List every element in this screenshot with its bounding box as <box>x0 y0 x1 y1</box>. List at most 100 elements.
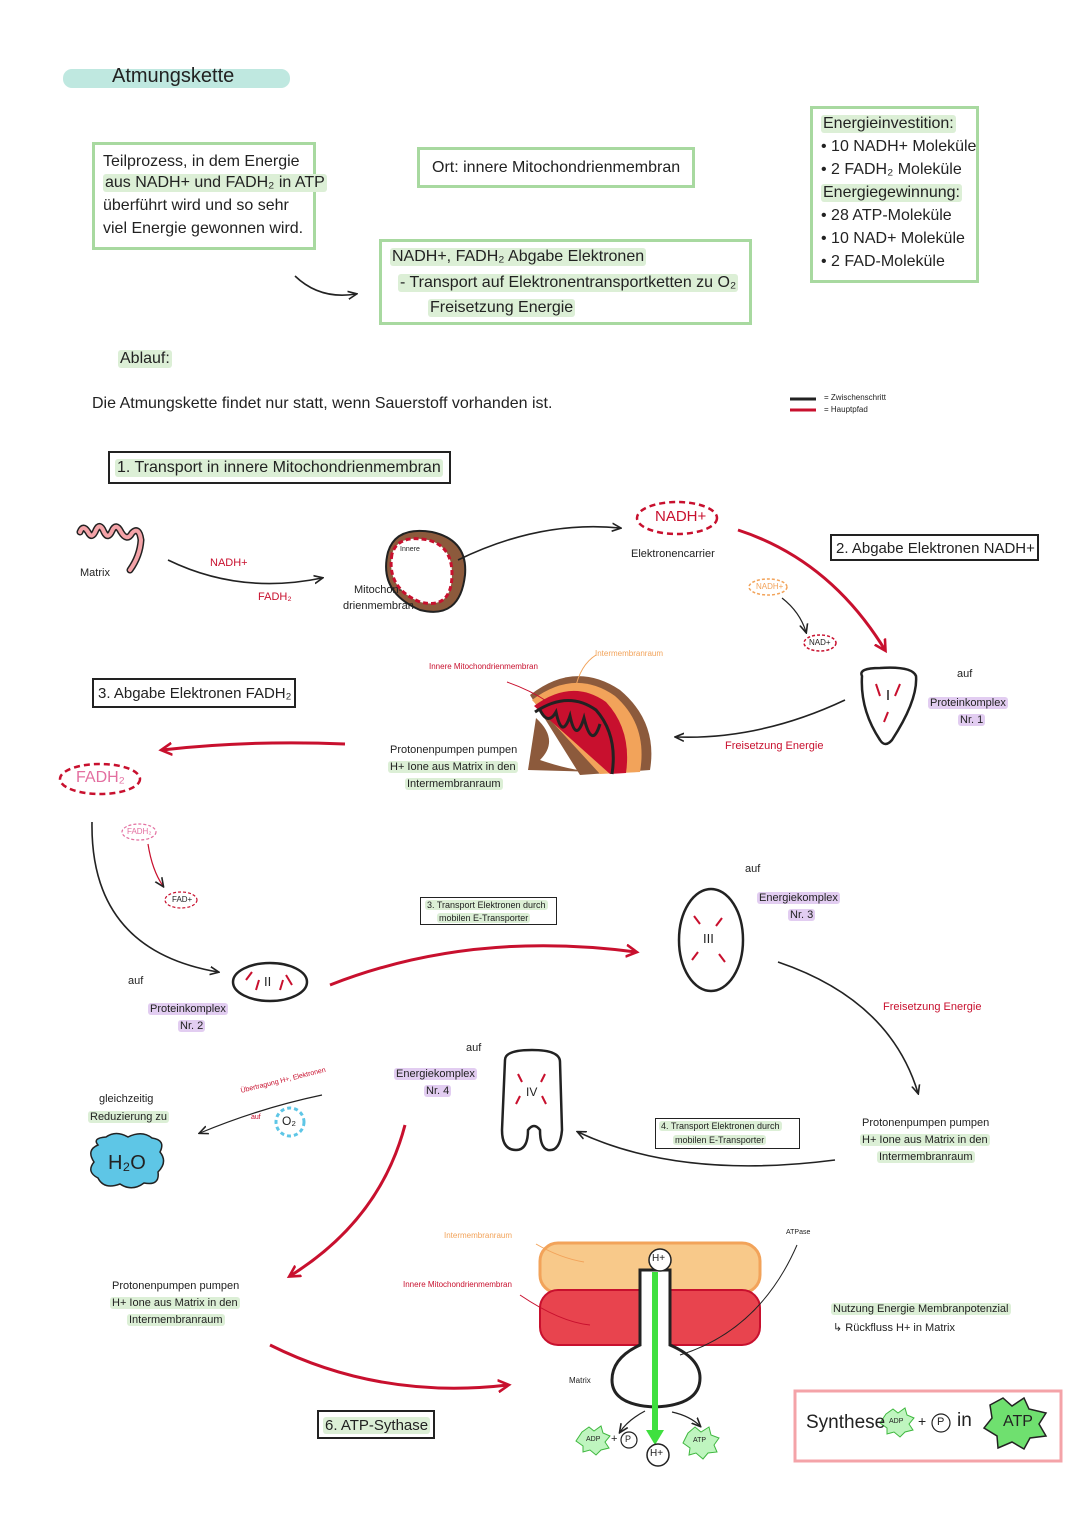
legend-zwischenschritt: = Zwischenschritt <box>824 393 887 402</box>
page-title: Atmungskette <box>112 65 235 87</box>
pointer-atpase <box>679 1244 798 1356</box>
complex2-label-2: Nr. 2 <box>178 1020 206 1032</box>
investment-heading: Energieinvestition: <box>821 115 956 133</box>
arrow-nadh-to-nad <box>781 597 806 632</box>
arrow-adp-in <box>620 1410 646 1432</box>
summary-line-1: NADH+, FADH₂ Abgabe Elektronen <box>390 248 647 266</box>
fad-small-text: FAD+ <box>172 895 193 904</box>
step3-transport-box: 3. Transport Elektronen durch mobilen E-… <box>420 897 557 925</box>
location-box: Ort: innere Mitochondrienmembran <box>417 147 695 188</box>
plus-text: + <box>611 1433 618 1445</box>
protein-complex-2-icon <box>231 961 309 1003</box>
arrow-matrix-to-membrane <box>167 559 322 585</box>
synthesis-plus: + <box>918 1413 927 1429</box>
carrier-badge-text: NADH+ <box>655 508 707 525</box>
usage-line-2: ↳ Rückfluss H+ in Matrix <box>833 1322 955 1334</box>
protein-complex-1-icon <box>860 666 918 746</box>
intermembrane-label-2: Intermembranraum <box>444 1231 513 1240</box>
step4-pumps-3: Intermembranraum <box>877 1151 975 1163</box>
adp-burst <box>575 1425 611 1456</box>
nadh-label: NADH+ <box>210 557 248 569</box>
step5-pumps-3: Intermembranraum <box>127 1314 225 1326</box>
complex1-auf: auf <box>957 668 973 680</box>
proton-bottom-icon <box>646 1443 670 1467</box>
fadh2-small-badge <box>121 823 157 841</box>
complex3-auf: auf <box>745 863 761 875</box>
h2o-cloud <box>90 1132 165 1189</box>
step4-pumps-1: Protonenpumpen pumpen <box>862 1117 990 1129</box>
membrane-label-2: drienmembran <box>343 600 414 612</box>
arrow-fadh2-to-complex2 <box>91 821 218 972</box>
gain-heading: Energiegewinnung: <box>821 184 962 202</box>
fadh2-badge <box>58 762 142 796</box>
step3-release: Freisetzung Energie <box>883 1001 982 1013</box>
step4-transport-2: mobilen E-Transporter <box>673 1135 767 1145</box>
definition-box: Teilprozess, in dem Energie aus NADH+ un… <box>92 142 327 250</box>
o2-text: O₂ <box>282 1114 296 1128</box>
summary-line-2: - Transport auf Elektronentransportkette… <box>398 274 739 292</box>
arrow-carrier-to-complex1 <box>737 528 885 650</box>
atp-synthase-icon <box>538 1241 762 1445</box>
arrow-pumps-to-complex4 <box>578 1132 836 1167</box>
membrane-cross-section-icon <box>385 530 467 613</box>
matrix-squiggle-fill <box>78 524 144 572</box>
synthesis-in: in <box>957 1410 972 1431</box>
inner-membrane-label: Innere Mitochondrienmembran <box>429 662 538 671</box>
energy-complex-3-icon <box>677 887 745 993</box>
step5-pumps-1: Protonenpumpen pumpen <box>112 1280 240 1292</box>
nadh-carrier-badge <box>635 500 719 536</box>
arrow-complex3-to-pumps <box>777 961 918 1093</box>
complex1-label-2: Nr. 1 <box>958 714 986 726</box>
adp-text: ADP <box>586 1436 601 1443</box>
o2-badge <box>274 1106 306 1138</box>
membrane-label-1: Mitochon- <box>354 584 403 596</box>
arrow-membrane-to-carrier <box>457 527 620 561</box>
matrix-label: Matrix <box>80 567 110 579</box>
synthesis-atp: ATP <box>1003 1413 1033 1430</box>
nad-small-badge <box>803 634 837 652</box>
pointer-inner-membrane-2 <box>519 1294 591 1326</box>
atp-text: ATP <box>693 1437 707 1444</box>
investment-item-1: • 10 NADH+ Moleküle <box>821 138 977 155</box>
phosphate-icon <box>620 1431 638 1449</box>
location-text: Ort: innere Mitochondrienmembran <box>432 159 681 176</box>
arrow-to-step3 <box>162 741 346 750</box>
fad-small-badge <box>164 891 198 909</box>
synthesis-adp-burst <box>879 1407 915 1438</box>
step3-heading: 3. Abgabe Elektronen FADH₂ <box>98 685 292 702</box>
innere-label: Innere <box>400 546 420 553</box>
step6-heading-box: 6. ATP-Sythase <box>317 1410 435 1439</box>
step4-transport-1: 4. Transport Elektronen durch <box>659 1121 782 1131</box>
simultaneous-1: gleichzeitig <box>99 1093 154 1105</box>
membrane-wedge-icon <box>528 676 652 775</box>
proton-top-text: H+ <box>652 1253 666 1264</box>
complex3-label-1: Energiekomplex <box>757 892 840 904</box>
pointer-intermembrane-2 <box>535 1243 585 1263</box>
energy-box: Energieinvestition: • 10 NADH+ Moleküle … <box>810 106 979 283</box>
complex4-numeral: IV <box>526 1085 538 1099</box>
matrix-label-2: Matrix <box>569 1376 591 1385</box>
inner-membrane-label-2: Innere Mitochondrienmembran <box>403 1280 512 1289</box>
ablauf-label: Ablauf: <box>118 350 172 368</box>
complex2-auf: auf <box>128 975 144 987</box>
summary-line-3: Freisetzung Energie <box>428 299 576 317</box>
arrow-pumps-to-atp-synthase <box>269 1343 508 1388</box>
step1-heading: 1. Transport in innere Mitochondrienmemb… <box>115 459 443 477</box>
complex4-label-1: Energiekomplex <box>394 1068 477 1080</box>
step2-pumps-1: Protonenpumpen pumpen <box>390 744 518 756</box>
phosphate-text: P <box>625 1434 632 1444</box>
arrow-complex1-to-membrane <box>676 699 846 737</box>
atp-burst <box>682 1426 720 1460</box>
complex2-numeral: II <box>264 974 272 989</box>
carrier-label: Elektronencarrier <box>631 548 715 560</box>
complex4-label-2: Nr. 4 <box>424 1085 452 1097</box>
arrow-definition-to-summary <box>294 275 356 295</box>
nadh-small-badge <box>748 578 788 596</box>
definition-line-3: überführt wird und so sehr <box>103 197 289 214</box>
step1-heading-box: 1. Transport in innere Mitochondrienmemb… <box>108 451 451 484</box>
energy-complex-4-icon <box>500 1048 564 1152</box>
simultaneous-2: Reduzierung zu <box>88 1111 170 1123</box>
fadh-label: FADH₂ <box>258 591 292 603</box>
